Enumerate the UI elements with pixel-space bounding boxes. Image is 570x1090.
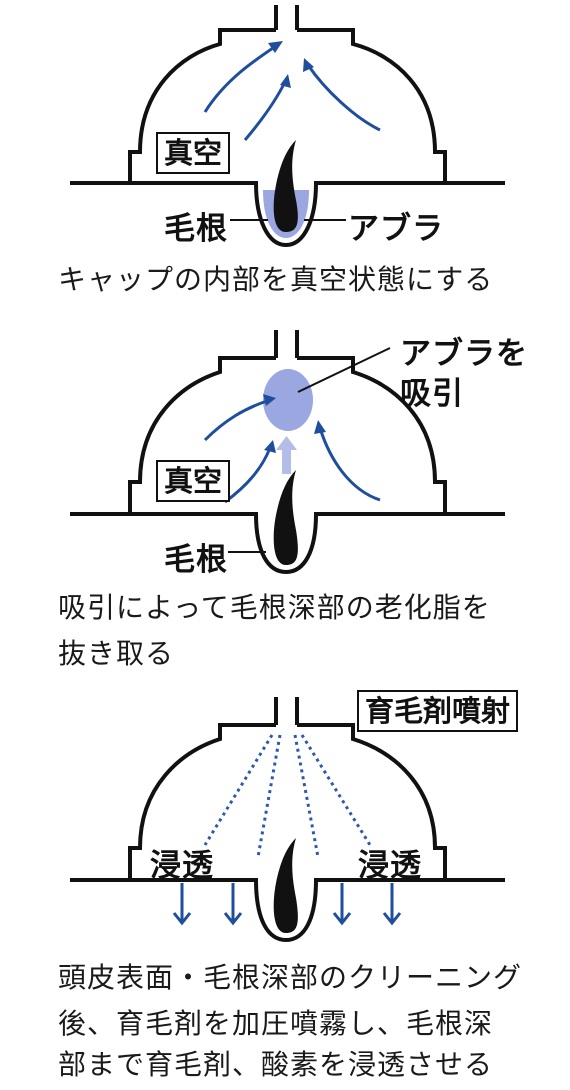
extracted-fat-blob xyxy=(263,369,313,431)
hair-root-label: 毛根 xyxy=(164,211,228,247)
panel-suction: 真空 アブラを 吸引 毛根 吸引によって毛根深部の老化脂を 抜き取る xyxy=(0,320,570,685)
airflow-arrow xyxy=(306,64,381,132)
arrowhead xyxy=(314,420,326,434)
arrowhead xyxy=(280,74,291,88)
panel-spray: 育毛剤噴射 浸透 浸透 頭皮表面・毛根深部のクリーニング 後、育毛剤を加圧噴霧し… xyxy=(0,685,570,1090)
arrowhead xyxy=(223,912,243,926)
suction-label-line1: アブラを xyxy=(400,336,528,372)
vacuum-cap-diagram xyxy=(70,5,505,248)
suction-cap-diagram xyxy=(70,330,505,575)
airflow-arrowheads xyxy=(268,41,314,88)
spray-label: 育毛剤噴射 xyxy=(357,690,519,732)
caption-suction-line2: 抜き取る xyxy=(58,637,175,670)
suction-arrow-shaft xyxy=(282,448,291,474)
airflow-arrow xyxy=(243,81,287,141)
airflow-arrows xyxy=(203,44,381,141)
fat-label: アブラ xyxy=(348,211,444,247)
caption-spray-line1: 頭皮表面・毛根深部のクリーニング xyxy=(58,961,523,994)
vacuum-label: 真空 xyxy=(156,460,231,502)
scalp-line xyxy=(70,878,505,943)
airflow-arrow xyxy=(203,398,271,442)
caption-spray-line2: 後、育毛剤を加圧噴霧し、毛根深 xyxy=(58,1007,494,1040)
arrowhead xyxy=(172,912,192,926)
penetration-arrows xyxy=(172,883,402,926)
panel-vacuum: 真空 毛根 アブラ キャップの内部を真空状態にする xyxy=(0,0,570,320)
cap-outline xyxy=(128,28,447,183)
hair-strand xyxy=(273,838,298,933)
suction-arrow-head xyxy=(276,436,297,450)
hair-root-label: 毛根 xyxy=(164,542,228,578)
arrowhead xyxy=(382,912,402,926)
arrowhead xyxy=(332,912,352,926)
cap-outline xyxy=(128,723,447,880)
penetrate-left-label: 浸透 xyxy=(150,848,214,884)
cap-outline xyxy=(128,356,447,514)
caption-spray-line3: 部まで育毛剤、酸素を浸透させる xyxy=(58,1048,494,1081)
arrowhead xyxy=(303,58,314,72)
scalp-line xyxy=(70,181,505,248)
airflow-arrow xyxy=(203,44,277,113)
spray-cap-diagram xyxy=(70,697,505,943)
airflow-arrow xyxy=(318,427,381,502)
arrowhead xyxy=(268,41,283,53)
spray-line xyxy=(203,734,274,846)
leader-suction xyxy=(297,347,391,393)
arrowhead xyxy=(263,394,276,406)
suction-label-line2: 吸引 xyxy=(400,376,464,412)
caption-vacuum: キャップの内部を真空状態にする xyxy=(58,263,494,296)
hair-strand xyxy=(273,140,298,232)
arrowhead xyxy=(264,440,276,453)
penetrate-right-label: 浸透 xyxy=(358,848,422,884)
airflow-arrows xyxy=(203,398,381,504)
spray-lines xyxy=(203,734,372,858)
caption-suction-line1: 吸引によって毛根深部の老化脂を xyxy=(58,591,491,624)
hair-strand xyxy=(273,470,298,565)
scalp-line xyxy=(70,512,505,575)
spray-line xyxy=(300,734,372,846)
airflow-arrow xyxy=(224,447,272,504)
vacuum-label: 真空 xyxy=(156,132,231,174)
airflow-arrowheads xyxy=(263,394,326,453)
